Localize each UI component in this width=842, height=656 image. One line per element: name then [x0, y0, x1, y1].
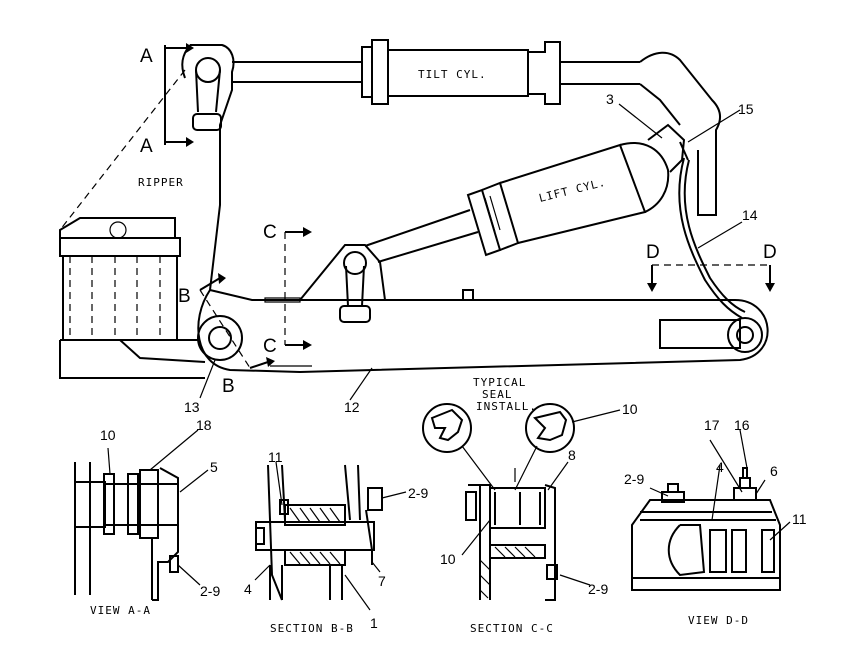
callout-18: 18 [196, 417, 212, 433]
callout-16: 16 [734, 417, 750, 433]
section-letter-a-top: A [140, 46, 153, 67]
lift-arm [197, 289, 769, 374]
callout-4-section-b: 4 [244, 581, 252, 597]
callout-5: 5 [210, 459, 218, 475]
section-letter-c-top: C [263, 222, 277, 243]
ripper-label: RIPPER [138, 176, 184, 189]
callout-10-section-c: 10 [440, 551, 456, 567]
section-bb-title: SECTION B-B [270, 622, 354, 635]
tilt-cylinder [232, 39, 722, 216]
section-d-markers [647, 264, 775, 292]
callout-8: 8 [568, 447, 576, 463]
callout-12: 12 [344, 399, 360, 415]
section-letter-d-left: D [646, 242, 660, 263]
tilt-cyl-label: TILT CYL. [418, 68, 487, 81]
section-letter-a-bottom: A [140, 136, 153, 157]
view-dd-title: VIEW D-D [688, 614, 749, 627]
section-letter-d-right: D [763, 242, 777, 263]
callout-15: 15 [738, 101, 754, 117]
lift-cylinder [364, 123, 689, 263]
typical-seal-line-1: TYPICAL [473, 376, 526, 389]
callout-17: 17 [704, 417, 720, 433]
section-b-markers [199, 273, 275, 369]
section-letter-b-top: B [178, 286, 191, 307]
callout-14: 14 [742, 207, 758, 223]
callout-2-9-view-a: 2-9 [200, 583, 220, 599]
callout-13: 13 [184, 399, 200, 415]
view-dd-drawing [631, 429, 791, 591]
callout-2-9-section-c: 2-9 [588, 581, 608, 597]
section-a-markers [164, 43, 194, 147]
lift-arm-bracket [299, 244, 386, 323]
section-letter-c-bottom: C [263, 336, 277, 357]
typical-seal-line-2: SEAL [482, 388, 513, 401]
section-letter-b-bottom: B [222, 376, 235, 397]
callout-7: 7 [378, 573, 386, 589]
callout-2-9-section-b: 2-9 [408, 485, 428, 501]
ripper-frame [59, 69, 206, 379]
callout-2-9-view-d: 2-9 [624, 471, 644, 487]
section-c-markers [284, 227, 312, 350]
typical-seal-line-3: INSTALL. [476, 400, 537, 413]
callout-11-section-b: 11 [268, 449, 283, 465]
view-aa-drawing [74, 429, 209, 601]
top-link-bracket [181, 44, 235, 291]
callout-3: 3 [606, 91, 614, 107]
callout-11-view-d: 11 [792, 511, 807, 527]
lift-cyl-label: LIFT CYL. [538, 176, 608, 205]
callout-10-seal: 10 [622, 401, 638, 417]
section-cc-drawing [422, 403, 621, 601]
callout-6: 6 [770, 463, 778, 479]
section-bb-drawing [254, 461, 407, 611]
section-cc-title: SECTION C-C [470, 622, 554, 635]
hydraulic-hose [678, 157, 743, 319]
callout-4-view-d: 4 [716, 459, 724, 475]
callout-1: 1 [370, 615, 378, 631]
callout-10-view-a: 10 [100, 427, 116, 443]
view-aa-title: VIEW A-A [90, 604, 151, 617]
